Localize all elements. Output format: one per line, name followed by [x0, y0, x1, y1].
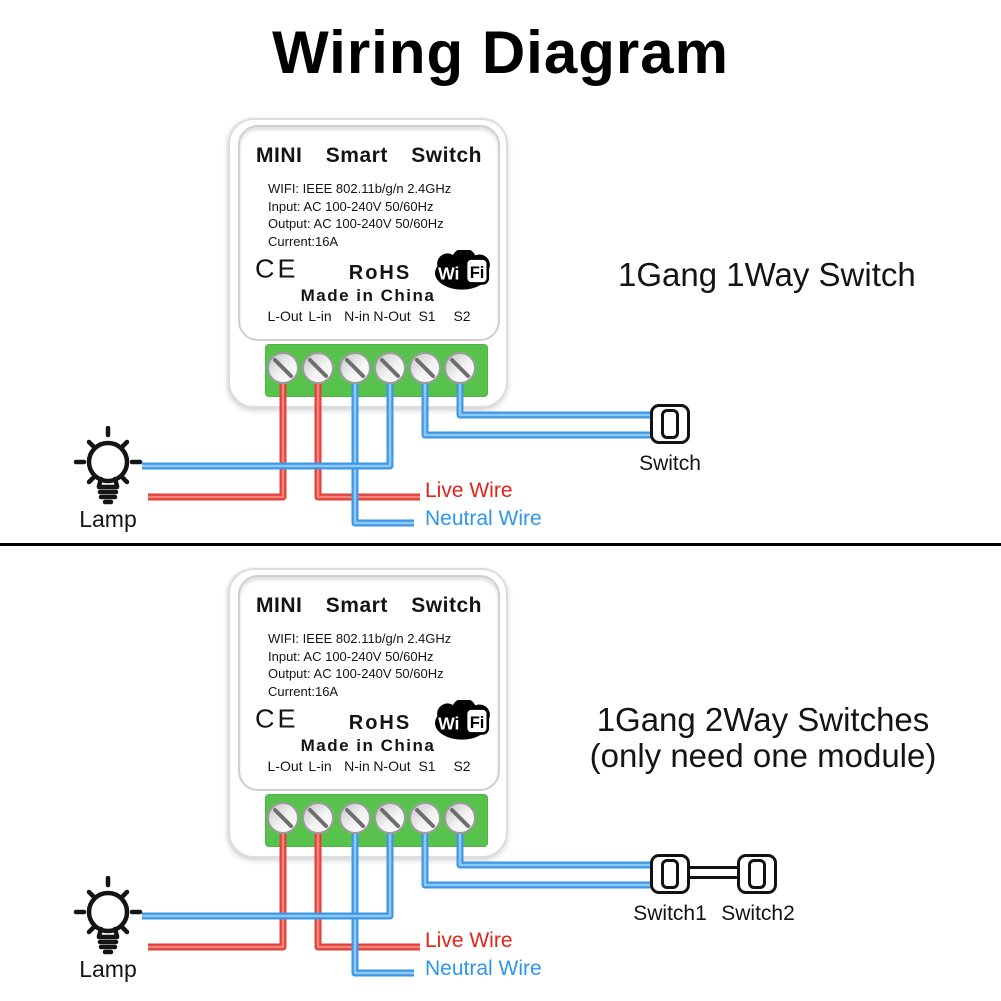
- module-label-panel: [238, 575, 500, 791]
- rohs-label: RoHS: [348, 712, 412, 734]
- rocker-button: [748, 859, 766, 889]
- svg-text:Wi: Wi: [438, 713, 459, 733]
- lamp-label: Lamp: [79, 506, 137, 532]
- terminal-block: [265, 794, 488, 847]
- rohs-label: RoHS: [348, 262, 412, 284]
- rocker-button: [661, 409, 679, 439]
- switch-label: Switch1: [633, 902, 707, 925]
- page-title: Wiring Diagram: [272, 19, 729, 86]
- module-title: MINI Smart Switch: [256, 594, 482, 617]
- module-specs: WIFI: IEEE 802.11b/g/n 2.4GHz Input: AC …: [268, 180, 451, 250]
- switch-link: [689, 866, 739, 879]
- neutral-wire-label: Neutral Wire: [425, 507, 542, 530]
- section-heading: 1Gang 2Way Switches (only need one modul…: [589, 701, 937, 774]
- rocker-switch-icon: [650, 404, 690, 444]
- terminal-label: N-in: [344, 308, 370, 324]
- module-specs: WIFI: IEEE 802.11b/g/n 2.4GHz Input: AC …: [268, 630, 451, 700]
- rocker-switch-icon: [737, 854, 777, 894]
- switch-label: Switch: [639, 452, 701, 475]
- svg-text:Wi: Wi: [438, 263, 459, 283]
- terminal-label: S2: [453, 308, 471, 324]
- terminal-label: S1: [418, 758, 436, 774]
- section-divider: [0, 543, 1001, 546]
- made-in-china-label: Made in China: [300, 286, 436, 305]
- module-label-panel: [238, 125, 500, 341]
- terminal-label: S2: [453, 758, 471, 774]
- live-wire-label: Live Wire: [425, 929, 513, 952]
- neutral-wire-label: Neutral Wire: [425, 957, 542, 980]
- section-1gang-1way: MINI Smart Switch WIFI: IEEE 802.11b/g/n…: [0, 0, 1001, 532]
- lamp-icon: [73, 426, 143, 505]
- terminal-label: L-Out: [267, 308, 303, 324]
- lamp-label: Lamp: [79, 956, 137, 982]
- terminal-label: S1: [418, 308, 436, 324]
- ce-mark-icon: CE: [255, 254, 299, 284]
- terminal-label: N-Out: [373, 308, 411, 324]
- made-in-china-label: Made in China: [300, 736, 436, 755]
- lamp-icon: [73, 876, 143, 955]
- svg-text:Fi: Fi: [470, 713, 485, 732]
- smart-switch-module: MINI Smart Switch WIFI: IEEE 802.11b/g/n…: [228, 568, 508, 858]
- terminal-label: L-in: [308, 758, 332, 774]
- spec-line: WIFI: IEEE 802.11b/g/n 2.4GHz: [268, 631, 452, 646]
- spec-line: Input: AC 100-240V 50/60Hz: [268, 648, 434, 664]
- switch-label: Switch2: [721, 902, 795, 925]
- terminal-block: [265, 344, 488, 397]
- live-wire-label: Live Wire: [425, 479, 513, 502]
- svg-text:Fi: Fi: [470, 263, 485, 282]
- wifi-logo-icon: Wi Fi: [435, 250, 490, 290]
- spec-line: Output: AC 100-240V 50/60Hz: [268, 216, 444, 231]
- spec-line: Current:16A: [268, 683, 339, 699]
- rocker-button: [661, 859, 679, 889]
- terminal-label: N-Out: [373, 758, 411, 774]
- terminal-label: L-in: [308, 308, 332, 324]
- spec-line: Input: AC 100-240V 50/60Hz: [268, 198, 434, 214]
- spec-line: WIFI: IEEE 802.11b/g/n 2.4GHz: [268, 181, 452, 196]
- terminal-label: L-Out: [267, 758, 303, 774]
- smart-switch-module: MINI Smart Switch WIFI: IEEE 802.11b/g/n…: [228, 118, 508, 408]
- rocker-switch-icon: [650, 854, 690, 894]
- module-title: MINI Smart Switch: [256, 144, 482, 167]
- ce-mark-icon: CE: [255, 704, 299, 734]
- spec-line: Current:16A: [268, 233, 339, 249]
- spec-line: Output: AC 100-240V 50/60Hz: [268, 666, 444, 681]
- wifi-logo-icon: Wi Fi: [435, 700, 490, 740]
- terminal-label: N-in: [344, 758, 370, 774]
- section-heading: 1Gang 1Way Switch: [618, 256, 916, 293]
